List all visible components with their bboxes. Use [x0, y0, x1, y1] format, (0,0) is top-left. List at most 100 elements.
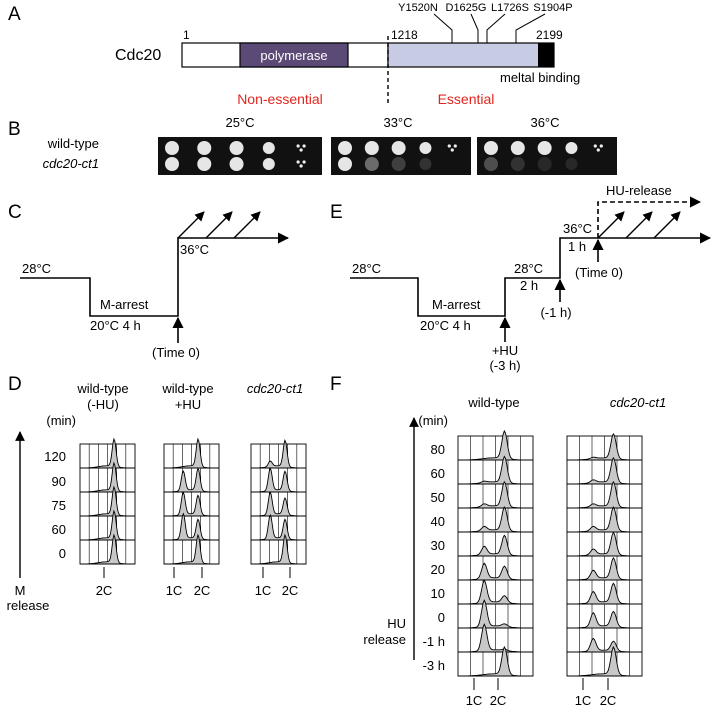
yeast-spot — [364, 157, 379, 171]
temperature-timeline — [350, 232, 712, 317]
yeast-spot — [537, 157, 552, 171]
panel-label-f: F — [330, 374, 342, 395]
time-label: 120 — [44, 449, 66, 464]
one-hour: 1 h — [568, 239, 586, 254]
panel-label-a: A — [8, 4, 21, 25]
metal-binding-label: meltal binding — [500, 70, 580, 85]
dna-histogram — [458, 455, 533, 485]
time0-label: (Time 0) — [575, 265, 623, 280]
polymerase-domain — [239, 42, 349, 68]
yeast-spot — [419, 158, 432, 170]
temp-28: 28°C — [22, 261, 51, 276]
column-title: cdc20-ct1 — [247, 381, 303, 396]
time-unit: (min) — [418, 413, 448, 428]
release-arrow-2 — [205, 211, 233, 239]
yeast-spot — [510, 141, 525, 155]
time-label: 60 — [52, 522, 66, 537]
time-label: 0 — [438, 610, 445, 625]
column-title: (-HU) — [87, 397, 119, 412]
temp-36: 36°C — [563, 221, 592, 236]
hu-release-dashed — [597, 196, 702, 238]
yeast-spot — [338, 141, 352, 155]
yeast-spot — [165, 157, 179, 171]
time-label: 10 — [431, 586, 445, 601]
temp-label-33: 33°C — [383, 115, 412, 130]
colony — [596, 148, 600, 152]
panel-c-scheme: 28°C M-arrest 20°C 4 h 36°C (Time 0) — [20, 211, 290, 360]
dna-histogram — [567, 456, 642, 485]
dna-histogram — [458, 429, 533, 461]
dna-histogram — [458, 579, 533, 605]
protein-name: Cdc20 — [115, 47, 161, 64]
dna-histogram — [251, 533, 306, 565]
tick-label-2c: 2C — [282, 583, 299, 598]
release-arrow-3 — [653, 211, 681, 239]
yeast-spot — [262, 158, 275, 170]
column-title: wild-type — [161, 381, 213, 396]
colony — [599, 144, 603, 148]
mutation-label-1: Y1520N — [398, 2, 438, 14]
temperature-timeline — [20, 232, 290, 317]
mutation-line-4 — [515, 13, 546, 43]
tick-label-2c: 2C — [490, 693, 507, 708]
arrest-label: M-arrest — [100, 297, 149, 312]
dna-histogram — [164, 512, 219, 541]
dna-histogram — [567, 645, 642, 677]
tick-label-1c: 1C — [255, 583, 272, 598]
release-arrow-1 — [177, 211, 205, 239]
temp-label-25: 25°C — [225, 115, 254, 130]
dna-histogram — [164, 491, 219, 517]
dna-histogram — [80, 461, 135, 493]
start-residue: 1 — [183, 28, 190, 42]
tick-label-1c: 1C — [166, 583, 183, 598]
time-label: 50 — [431, 490, 445, 505]
dna-histogram — [458, 599, 533, 629]
yeast-spot — [565, 142, 578, 154]
colony — [302, 160, 306, 164]
panel-a-domain-map: Cdc20 1 1218 2199 polymerase Y1520N D162… — [115, 2, 580, 107]
time-label: 80 — [431, 442, 445, 457]
dna-histogram — [164, 467, 219, 493]
axis-label: M — [15, 583, 26, 598]
column-title: wild-type — [467, 395, 519, 410]
yeast-spot — [419, 142, 432, 154]
dna-histogram — [80, 509, 135, 541]
panel-label-b: B — [8, 119, 21, 140]
mutation-line-3 — [486, 13, 506, 43]
arrest-condition: 20°C 4 h — [420, 318, 471, 333]
mutation-label-2: D1625G — [446, 2, 487, 14]
dna-histogram — [458, 480, 533, 509]
release-arrow-2 — [625, 211, 653, 239]
panel-label-d: D — [8, 374, 22, 395]
time-label: 75 — [52, 498, 66, 513]
mutation-line-1 — [433, 13, 453, 43]
axis-label: release — [7, 598, 50, 613]
dna-histogram — [567, 480, 642, 509]
nonessential-label: Non-essential — [237, 91, 323, 107]
hu-release-label: HU-release — [606, 183, 672, 198]
time-label: 40 — [431, 514, 445, 529]
dna-histogram — [458, 623, 533, 653]
tick-label-2c: 2C — [96, 583, 113, 598]
colony — [299, 164, 303, 168]
axis-label: release — [363, 632, 406, 647]
yeast-spot — [391, 141, 406, 155]
temp-28b: 28°C — [514, 261, 543, 276]
strain-label-mut: cdc20-ct1 — [43, 156, 99, 171]
tick-label-2c: 2C — [194, 583, 211, 598]
dna-histogram — [567, 610, 642, 629]
release-arrow-3 — [233, 211, 261, 239]
dna-histogram — [567, 432, 642, 461]
arrest-label: M-arrest — [432, 297, 481, 312]
panel-e-scheme: 28°C M-arrest 20°C 4 h +HU (-3 h) 28°C 2… — [350, 183, 712, 373]
dna-histogram — [80, 437, 135, 469]
tick-label-1c: 1C — [466, 693, 483, 708]
tick-label-2c: 2C — [600, 693, 617, 708]
yeast-spot — [262, 142, 275, 154]
yeast-spot — [197, 141, 212, 155]
yeast-spot — [484, 157, 498, 171]
tick-label-1c: 1C — [575, 693, 592, 708]
column-title: wild-type — [76, 381, 128, 396]
dna-histogram — [251, 513, 306, 541]
yeast-spot — [338, 157, 352, 171]
